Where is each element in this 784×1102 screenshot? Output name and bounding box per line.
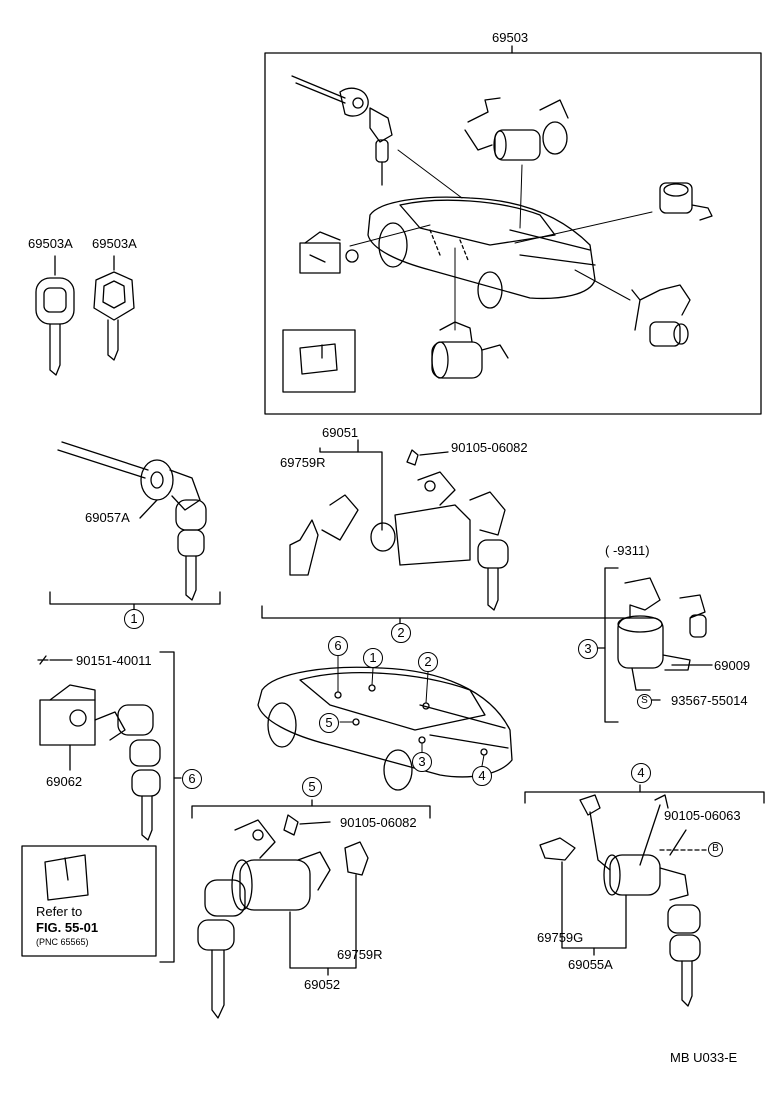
refer-box <box>21 845 157 957</box>
refer-text-line2: FIG. 55-01 <box>36 920 99 935</box>
part-label-69503: 69503 <box>492 30 529 45</box>
part-label-69057a: 69057A <box>85 510 130 525</box>
part-label-69759r-bot: 69759R <box>337 947 383 962</box>
car-illustration-top <box>367 196 596 309</box>
part-label-90105-06082-top: 90105-06082 <box>451 440 528 455</box>
master-key-right <box>93 255 135 361</box>
refer-text-line1: Refer to <box>36 904 83 919</box>
glovebox-cylinder-69009 <box>597 567 713 723</box>
callout-4-car: 4 <box>472 766 492 786</box>
callout-s: S <box>637 694 652 709</box>
callout-6-car: 6 <box>328 636 348 656</box>
assembly-frame-69503 <box>264 45 762 415</box>
footer-code: MB U033-E <box>670 1050 738 1065</box>
part-label-69055a: 69055A <box>568 957 613 972</box>
callout-2-car: 2 <box>418 652 438 672</box>
car-illustration-center <box>257 666 513 791</box>
part-label-69503a-2: 69503A <box>92 236 137 251</box>
callout-3-section: 3 <box>578 639 598 659</box>
part-label-69759g: 69759G <box>537 930 584 945</box>
part-label-69759r-top: 69759R <box>280 455 326 470</box>
part-label-69051: 69051 <box>322 425 359 440</box>
glovebox-cylinder-top <box>659 182 713 221</box>
refer-text-line3: (PNC 65565) <box>36 937 89 947</box>
part-label-90105-06082-bot: 90105-06082 <box>340 815 417 830</box>
ignition-cylinder-69057a <box>57 441 207 601</box>
callout-4-section: 4 <box>631 763 651 783</box>
callout-6-section: 6 <box>182 769 202 789</box>
part-label-69062: 69062 <box>46 774 83 789</box>
hood-lock-69062 <box>37 651 182 963</box>
callout-5-car: 5 <box>319 713 339 733</box>
door-cylinder-69051 <box>289 439 509 611</box>
trunk-cylinder-69055a <box>524 784 765 1007</box>
door-cylinder-69052 <box>191 799 431 1019</box>
part-label-69052: 69052 <box>304 977 341 992</box>
manual-icon-top <box>282 329 356 393</box>
callout-2-section: 2 <box>391 623 411 643</box>
door-cylinder-top-left <box>291 75 393 186</box>
callout-3-car: 3 <box>412 752 432 772</box>
master-key-left <box>35 255 75 376</box>
part-label-93567-55014: 93567-55014 <box>671 693 748 708</box>
part-label-69009: 69009 <box>714 658 751 673</box>
part-label-90105-06063: 90105-06063 <box>664 808 741 823</box>
hood-latch-top <box>299 231 359 274</box>
part-label-69503a-1: 69503A <box>28 236 73 251</box>
door-cylinder-top-bottom <box>431 321 509 379</box>
callout-leaders-center <box>337 655 485 767</box>
part-label-9311: ( -9311) <box>605 543 650 558</box>
callout-b: B <box>708 842 723 857</box>
callout-5-section: 5 <box>302 777 322 797</box>
callout-1-car: 1 <box>363 648 383 668</box>
rear-cylinder-top <box>631 284 691 347</box>
callout-1-section: 1 <box>124 609 144 629</box>
bracket-section-2 <box>261 605 631 625</box>
trunk-cylinder-top <box>464 97 569 161</box>
part-label-90151-40011: 90151-40011 <box>76 653 152 668</box>
leader-lines-top <box>349 149 653 331</box>
